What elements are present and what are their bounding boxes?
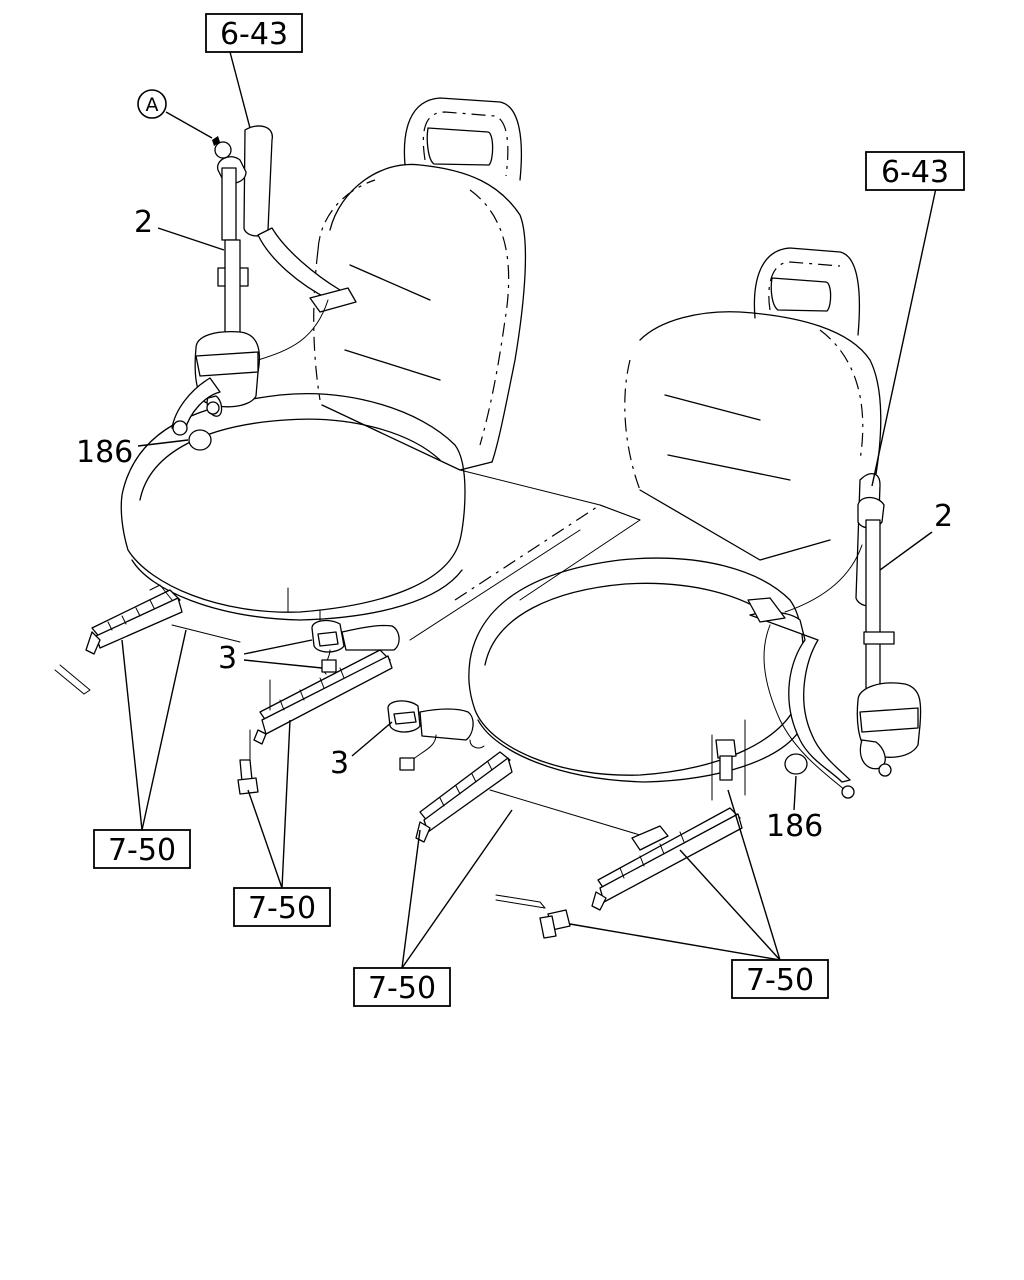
ref-box-6-43-right-text: 6-43 — [881, 155, 949, 190]
ref-box-6-43-left: 6-43 — [205, 13, 303, 53]
ref-box-7-50-1-text: 7-50 — [108, 833, 176, 868]
part-2-label-left: 2 — [134, 205, 153, 240]
right-retractor-seat-belt — [747, 473, 922, 799]
reference-a-label: A — [146, 94, 159, 116]
right-hole-plug — [784, 753, 808, 775]
ref-box-7-50-4-text: 7-50 — [746, 963, 814, 998]
left-seat-rail-outer — [237, 649, 393, 795]
reference-a-circle — [137, 89, 167, 119]
ref-box-7-50-3-text: 7-50 — [368, 971, 436, 1006]
right-seat-rail-outer — [495, 739, 743, 939]
left-hole-plug — [188, 429, 212, 451]
part-186-label-left: 186 — [76, 435, 133, 470]
ref-box-7-50-2: 7-50 — [233, 887, 331, 927]
left-seat-belt-buckle — [311, 619, 400, 675]
part-3-label-left: 3 — [218, 641, 237, 676]
ref-box-6-43-right: 6-43 — [865, 151, 965, 191]
ref-box-7-50-3: 7-50 — [353, 967, 451, 1007]
ref-box-7-50-4: 7-50 — [731, 959, 829, 999]
left-seat-rail-inner — [54, 584, 241, 695]
left-retractor-seat-belt — [171, 125, 357, 436]
right-seat-rail-inner — [415, 751, 651, 843]
ref-box-7-50-2-text: 7-50 — [248, 891, 316, 926]
right-seat-belt-buckle — [387, 700, 485, 771]
ref-box-6-43-left-text: 6-43 — [220, 17, 288, 52]
leader-lines — [121, 51, 937, 969]
part-2-label-right: 2 — [934, 499, 953, 534]
right-seat-outline — [468, 247, 882, 801]
part-186-label-right: 186 — [766, 809, 823, 844]
part-3-label-right: 3 — [330, 746, 349, 781]
ref-box-7-50-1: 7-50 — [93, 829, 191, 869]
